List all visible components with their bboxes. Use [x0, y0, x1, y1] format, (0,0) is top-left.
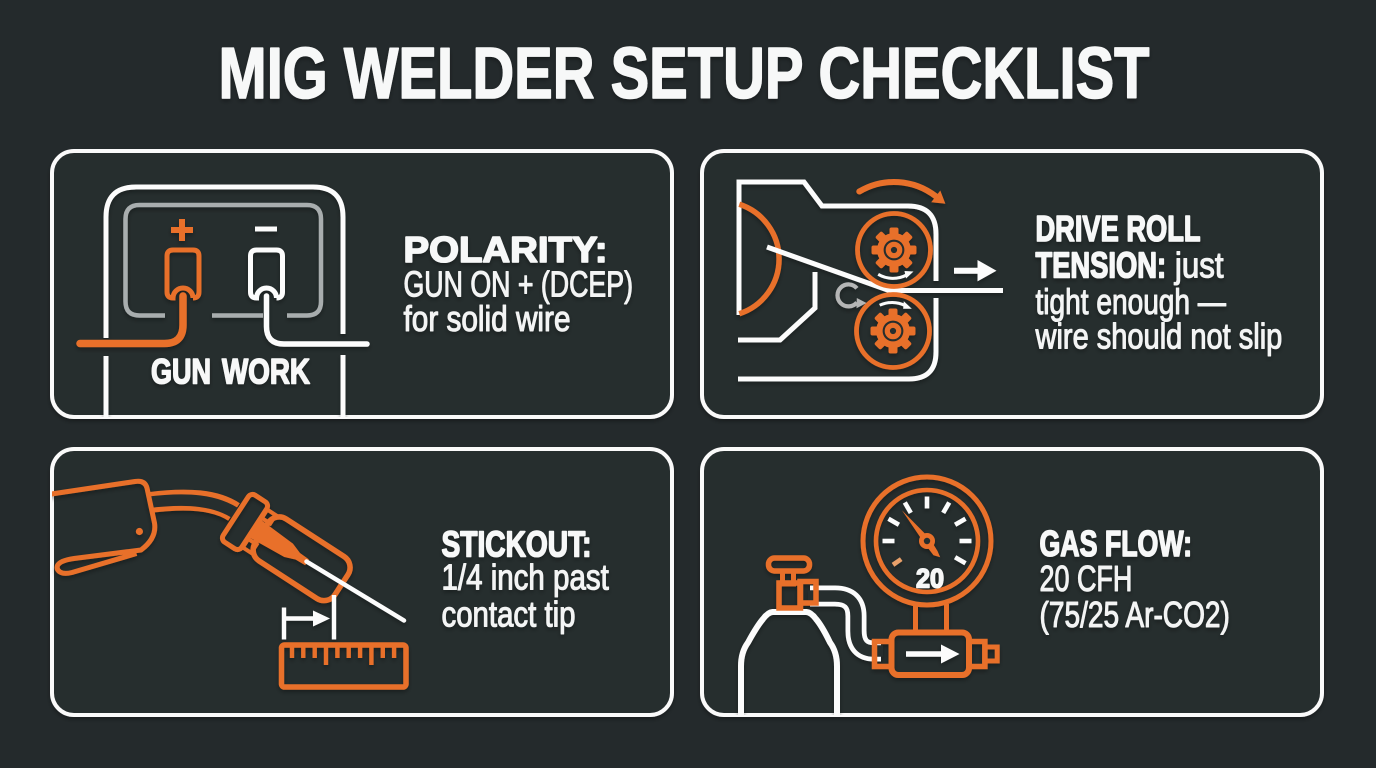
- svg-text:GAS FLOW:: GAS FLOW:: [1040, 523, 1193, 564]
- svg-text:MIG WELDER SETUP CHECKLIST: MIG WELDER SETUP CHECKLIST: [219, 33, 1150, 114]
- svg-text:(75/25 Ar-CO2): (75/25 Ar-CO2): [1040, 594, 1230, 635]
- svg-text:20: 20: [916, 564, 944, 594]
- svg-text:tight enough —: tight enough —: [1036, 281, 1226, 322]
- svg-text:wire should not slip: wire should not slip: [1035, 315, 1283, 356]
- svg-text:TENSION:: TENSION:: [1036, 244, 1167, 285]
- svg-text:DRIVE ROLL: DRIVE ROLL: [1036, 208, 1201, 249]
- svg-text:1/4 inch past: 1/4 inch past: [442, 556, 609, 597]
- svg-text:POLARITY:: POLARITY:: [404, 229, 608, 270]
- svg-text:20 CFH: 20 CFH: [1040, 558, 1133, 599]
- svg-text:GUN: GUN: [151, 353, 211, 392]
- svg-text:just: just: [1174, 244, 1224, 285]
- svg-text:GUN ON + (DCEP): GUN ON + (DCEP): [404, 264, 634, 305]
- svg-text:for solid wire: for solid wire: [404, 298, 571, 339]
- svg-text:WORK: WORK: [222, 353, 310, 392]
- svg-text:contact tip: contact tip: [442, 593, 576, 634]
- svg-text:STICKOUT:: STICKOUT:: [442, 523, 592, 564]
